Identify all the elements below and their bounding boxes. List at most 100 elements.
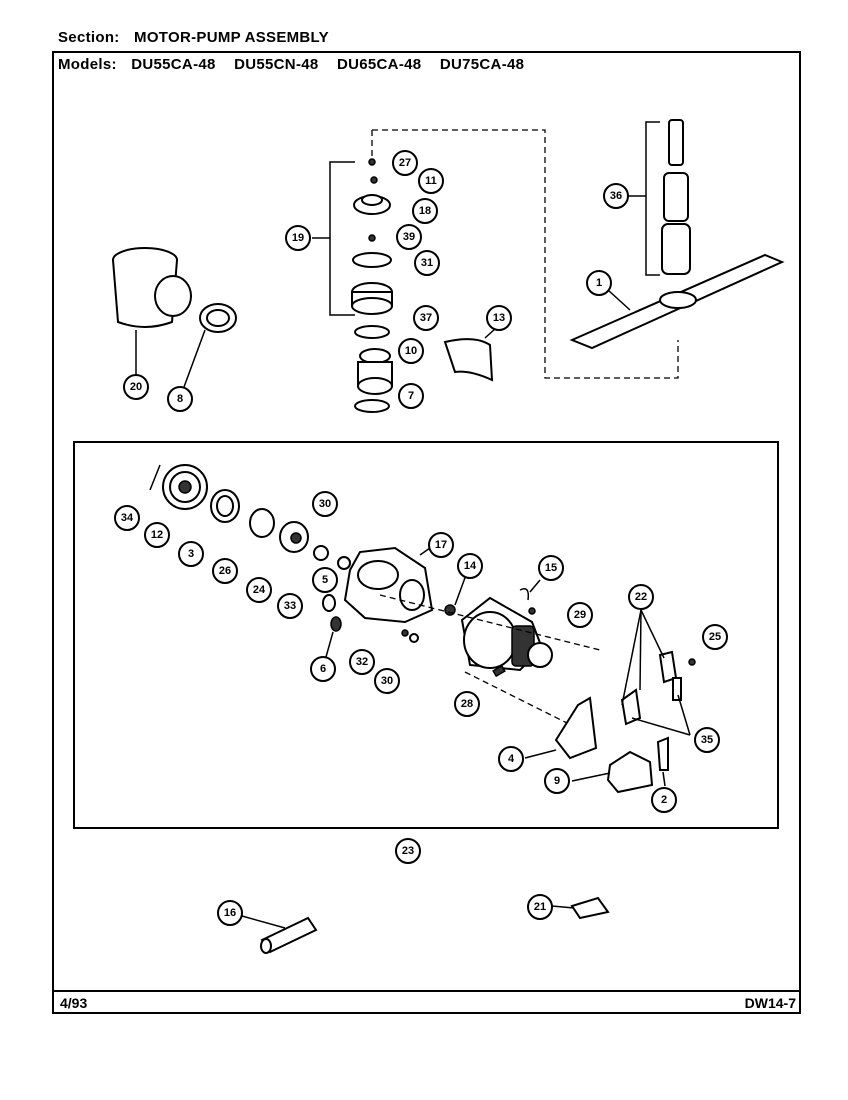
isolator-part: [620, 650, 682, 726]
clip-part: [656, 736, 669, 771]
wedge-part: [570, 896, 610, 920]
leader-line: [149, 464, 161, 491]
leader-line: [529, 579, 541, 593]
wire-part: [519, 588, 530, 601]
svg-text:2: 2: [661, 794, 667, 806]
callout-24: 24: [246, 577, 272, 603]
pump-fitting-part: [322, 594, 336, 612]
svg-text:5: 5: [322, 574, 328, 586]
svg-text:12: 12: [151, 529, 163, 541]
callout-10: 10: [398, 338, 424, 364]
svg-text:26: 26: [219, 565, 231, 577]
svg-text:24: 24: [253, 584, 266, 596]
callout-31: 31: [414, 250, 440, 276]
spray-arm-dashed-outline: [372, 129, 679, 379]
callout-8: 8: [167, 386, 193, 412]
svg-text:3: 3: [188, 548, 194, 560]
svg-text:11: 11: [425, 175, 437, 187]
leader-line: [677, 694, 691, 736]
callout-1: 1: [586, 270, 612, 296]
callout-37: 37: [413, 305, 439, 331]
leader-line: [419, 547, 431, 556]
svg-text:17: 17: [435, 539, 447, 551]
callout-11: 11: [418, 168, 444, 194]
leader-line: [551, 905, 575, 909]
svg-text:27: 27: [399, 157, 411, 169]
leader-line: [621, 609, 642, 706]
models-heading: Models: DU55CA-48 DU55CN-48 DU65CA-48 DU…: [58, 56, 538, 73]
leader-line: [639, 609, 642, 691]
pump-housing-part: [343, 546, 434, 624]
section-heading: Section: MOTOR-PUMP ASSEMBLY: [58, 29, 329, 46]
callout-25: 25: [702, 624, 728, 650]
callout-12: 12: [144, 522, 170, 548]
svg-text:4: 4: [508, 753, 515, 765]
svg-text:36: 36: [610, 190, 622, 202]
elbow-hose-part: [443, 338, 494, 382]
svg-text:29: 29: [574, 609, 586, 621]
section-title: MOTOR-PUMP ASSEMBLY: [134, 29, 329, 46]
callout-15: 15: [538, 555, 564, 581]
callout-20: 20: [123, 374, 149, 400]
bolt-part: [401, 629, 409, 637]
model-number: DU55CA-48: [131, 56, 216, 73]
svg-text:19: 19: [292, 232, 304, 244]
coupling-part: [357, 348, 393, 395]
svg-text:37: 37: [420, 312, 432, 324]
callout-3: 3: [178, 541, 204, 567]
model-number: DU55CN-48: [234, 56, 319, 73]
svg-text:18: 18: [419, 205, 431, 217]
svg-text:23: 23: [402, 845, 414, 857]
date-code: 4/93: [60, 995, 88, 1011]
callout-32: 32: [349, 649, 375, 675]
svg-text:6: 6: [320, 663, 326, 675]
callout-21: 21: [527, 894, 553, 920]
mount-screw-part: [688, 658, 696, 666]
svg-text:35: 35: [701, 734, 713, 746]
leader-line: [241, 915, 286, 929]
svg-text:16: 16: [224, 907, 236, 919]
callout-18: 18: [412, 198, 438, 224]
diagram-code: DW14-7: [744, 995, 796, 1011]
svg-text:8: 8: [177, 393, 183, 405]
leader-line: [183, 329, 206, 388]
callout-17: 17: [428, 532, 454, 558]
callout-19: 19: [285, 225, 311, 251]
footer-divider: [52, 990, 801, 992]
svg-text:21: 21: [534, 901, 546, 913]
svg-text:22: 22: [635, 591, 647, 603]
small-seal-part: [368, 234, 376, 242]
callout-29: 29: [567, 602, 593, 628]
thrust-washer-part: [337, 556, 351, 570]
leader-line: [325, 631, 334, 658]
bracket-line: [645, 121, 660, 276]
small-nut-part: [313, 545, 329, 561]
spring-part: [330, 616, 342, 632]
gasket-ring-part: [352, 252, 392, 268]
svg-text:28: 28: [461, 698, 473, 710]
hose-part: [260, 916, 318, 954]
svg-text:30: 30: [381, 675, 393, 687]
screw-part: [368, 158, 376, 166]
callout-4: 4: [498, 746, 524, 772]
washer-part: [370, 176, 378, 184]
leader-line: [454, 574, 467, 606]
svg-text:31: 31: [421, 257, 433, 269]
motor-mount-bracket-part: [554, 696, 598, 760]
svg-text:9: 9: [554, 775, 560, 787]
leader-line: [571, 772, 611, 782]
impeller-housing-part: [353, 194, 391, 215]
callout-14: 14: [457, 553, 483, 579]
svg-text:25: 25: [709, 631, 721, 643]
filter-ring-part: [210, 489, 240, 523]
svg-text:7: 7: [408, 390, 414, 402]
callout-16: 16: [217, 900, 243, 926]
callout-39: 39: [396, 224, 422, 250]
model-number: DU75CA-48: [439, 56, 525, 73]
callout-9: 9: [544, 768, 570, 794]
callout-23: 23: [395, 838, 421, 864]
section-label: Section:: [58, 29, 120, 46]
callout-35: 35: [694, 727, 720, 753]
callout-7: 7: [398, 383, 424, 409]
